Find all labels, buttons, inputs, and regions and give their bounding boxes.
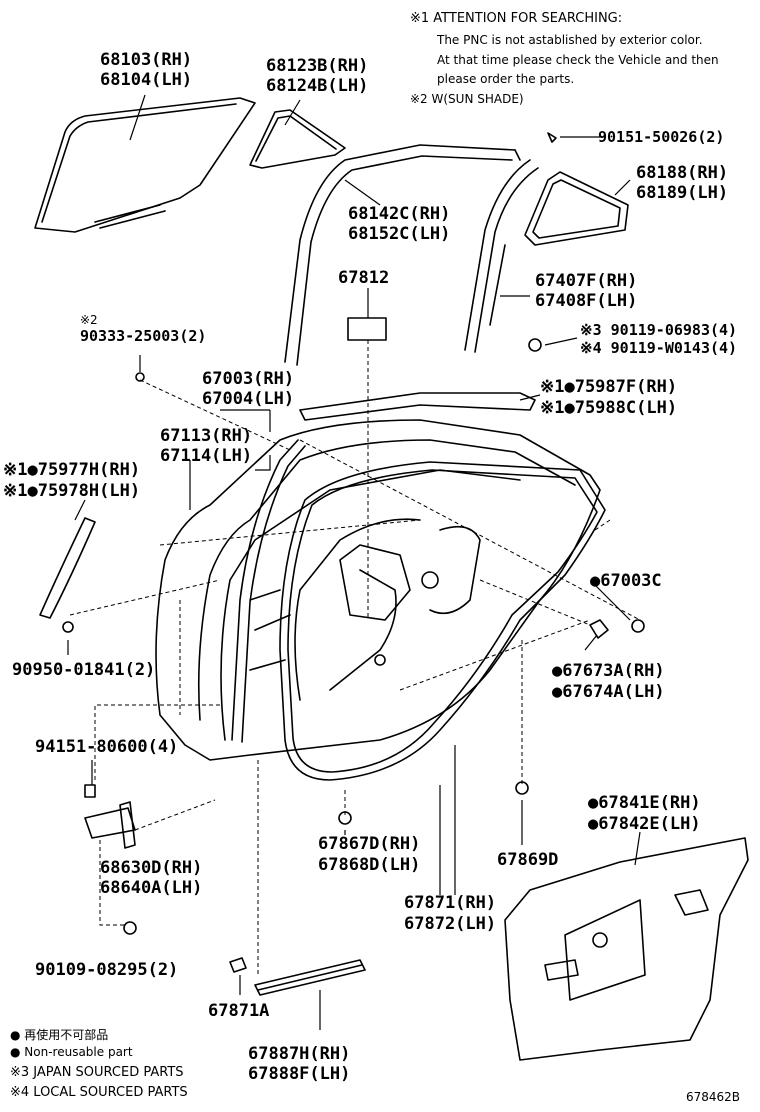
- part-label-67872: 67872(LH): [404, 914, 497, 934]
- part-label-68124b: 68124B(LH): [266, 76, 369, 96]
- window-frame-molding: [464, 159, 539, 353]
- side-molding: [39, 517, 96, 619]
- part-label-67841e: ●67841E(RH): [588, 793, 701, 813]
- part-label-94151: 94151-80600(4): [35, 737, 179, 757]
- note-1-title: ※1 ATTENTION FOR SEARCHING:: [410, 11, 623, 26]
- part-label-67842e: ●67842E(LH): [588, 814, 701, 834]
- part-label-67812: 67812: [338, 268, 390, 288]
- part-label-67004: 67004(LH): [202, 389, 295, 409]
- part-label-67868d: 67868D(LH): [318, 855, 421, 875]
- assembly-lines: [69, 340, 641, 975]
- run-channel: [284, 144, 521, 366]
- part-label-68640a: 68640A(LH): [100, 878, 203, 898]
- screw-90151: [547, 132, 557, 143]
- part-label-68123b: 68123B(RH): [266, 56, 369, 76]
- legend-non-reusable-jp: ● 再使用不可部品: [10, 1028, 109, 1042]
- part-label-67871: 67871(RH): [404, 893, 497, 913]
- part-label-75987f: ※1●75987F(RH): [540, 377, 678, 397]
- screw-90119: [528, 338, 542, 352]
- legend-non-reusable-en: ● Non-reusable part: [10, 1045, 133, 1059]
- fixed-glass: [524, 171, 629, 246]
- service-hole-cover: [504, 837, 749, 1061]
- legend-local-sourced: ※4 LOCAL SOURCED PARTS: [10, 1085, 188, 1100]
- part-label-67888f: 67888F(LH): [248, 1064, 351, 1084]
- note-1-line-3: please order the parts.: [437, 72, 575, 86]
- part-label-90119-local: ※4 90119-W0143(4): [580, 339, 738, 357]
- part-label-90109: 90109-08295(2): [35, 960, 179, 980]
- part-label-68103: 68103(RH): [100, 50, 193, 70]
- part-label-75977h: ※1●75977H(RH): [3, 460, 141, 480]
- part-label-68104: 68104(LH): [100, 70, 193, 90]
- clip-67003c: [631, 619, 645, 633]
- belt-seal: [299, 392, 536, 421]
- screw-90333: [135, 372, 145, 382]
- part-label-68152c: 68152C(LH): [348, 224, 451, 244]
- part-label-90151: 90151-50026(2): [598, 128, 725, 146]
- bolt-90109: [123, 921, 137, 935]
- door-weatherstrip: [279, 461, 606, 781]
- part-label-75978h: ※1●75978H(LH): [3, 481, 141, 501]
- door-frame-weatherstrip: [231, 439, 306, 743]
- part-label-67114: 67114(LH): [160, 446, 253, 466]
- part-label-67407f: 67407F(RH): [535, 271, 638, 291]
- part-label-67003c: ●67003C: [590, 571, 662, 591]
- part-label-90950: 90950-01841(2): [12, 660, 156, 680]
- part-label-67674a: ●67674A(LH): [552, 682, 665, 702]
- part-label-67869d: 67869D: [497, 850, 559, 870]
- door-panel: [155, 419, 601, 761]
- door-glass: [34, 97, 256, 233]
- part-label-67113: 67113(RH): [160, 426, 253, 446]
- part-label-67871a: 67871A: [208, 1001, 270, 1021]
- part-label-75988c: ※1●75988C(LH): [540, 398, 678, 418]
- clip-67673a: [589, 619, 609, 639]
- door-hinge: [84, 784, 136, 849]
- leader-lines: [67, 94, 641, 1030]
- part-label-67673a: ●67673A(RH): [552, 661, 665, 681]
- pad: [347, 317, 387, 341]
- part-label-67408f: 67408F(LH): [535, 291, 638, 311]
- part-label-67867d: 67867D(RH): [318, 834, 421, 854]
- note-2: ※2 W(SUN SHADE): [410, 92, 524, 106]
- part-label-90333-mark: ※2: [80, 313, 98, 327]
- part-label-68188: 68188(RH): [636, 163, 729, 183]
- quarter-glass: [249, 109, 346, 169]
- part-label-67003: 67003(RH): [202, 369, 295, 389]
- clip-90950: [62, 621, 74, 633]
- part-label-90333: 90333-25003(2): [80, 327, 207, 345]
- part-label-68630d: 68630D(RH): [100, 858, 203, 878]
- part-label-90119-japan: ※3 90119-06983(4): [580, 321, 738, 339]
- part-label-67887h: 67887H(RH): [248, 1044, 351, 1064]
- legend-japan-sourced: ※3 JAPAN SOURCED PARTS: [10, 1065, 184, 1080]
- note-1-line-2: At that time please check the Vehicle an…: [437, 53, 719, 67]
- note-1-line-1: The PNC is not astablished by exterior c…: [437, 33, 703, 47]
- clip-67871a: [229, 957, 247, 973]
- part-label-68142c: 68142C(RH): [348, 204, 451, 224]
- part-label-68189: 68189(LH): [636, 183, 729, 203]
- lower-weatherstrip: [254, 959, 366, 996]
- diagram-id: 678462B: [686, 1090, 741, 1104]
